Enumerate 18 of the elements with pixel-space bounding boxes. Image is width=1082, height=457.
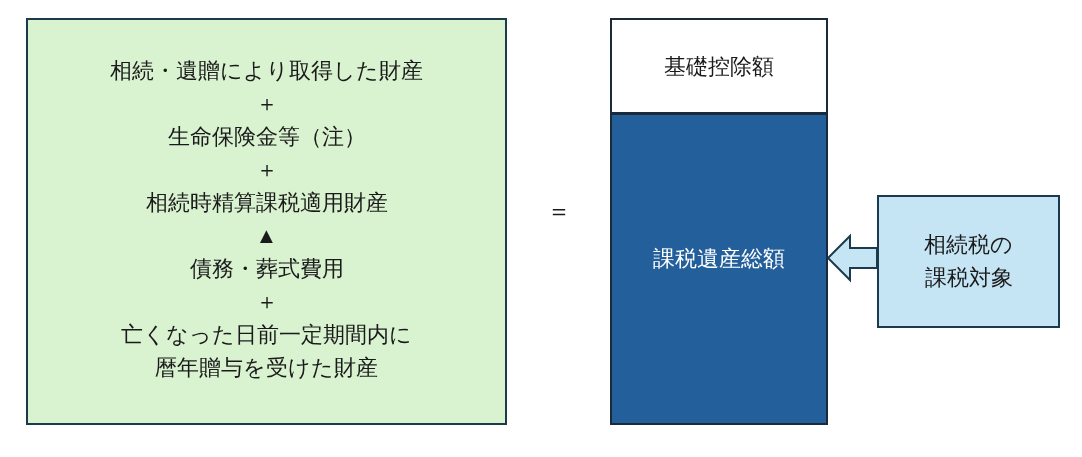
triangle-symbol: ▲ (255, 221, 278, 250)
plus-sign: ＋ (255, 155, 278, 184)
plus-sign: ＋ (255, 287, 278, 316)
plus-sign: ＋ (255, 89, 278, 118)
box-label: 課税遺産総額 (653, 244, 785, 273)
property-text: 相続・遺贈により取得した財産 (110, 56, 423, 85)
box-label: 相続税の課税対象 (923, 230, 1014, 292)
deduction-box (610, 18, 828, 114)
formula-box (26, 18, 507, 425)
equals-sign: ＝ (547, 196, 571, 226)
taxable-estate-box (610, 113, 828, 425)
box-label: 基礎控除額 (664, 52, 774, 81)
property-text: 亡くなった日前一定期間内に暦年贈与を受けた財産 (120, 320, 413, 382)
deduction-text: 債務・葬式費用 (189, 254, 344, 283)
block-arrow (826, 233, 878, 283)
property-text: 相続時精算課税適用財産 (145, 188, 388, 217)
callout-box (877, 195, 1060, 328)
property-text: 生命保険金等（注） (167, 122, 366, 151)
